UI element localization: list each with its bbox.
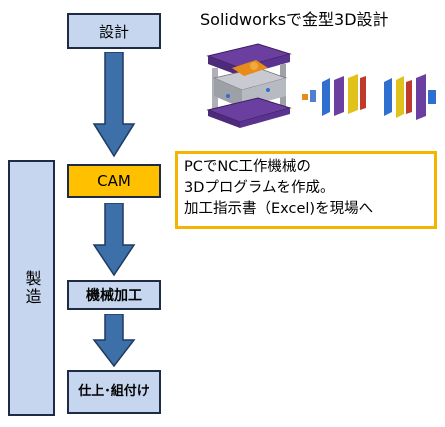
arrow-design-to-cam [92,52,136,158]
manufacturing-group-label: 製造 [8,160,55,416]
step-machining-box: 機械加工 [67,280,161,310]
callout-line-3: 加工指示書（Excel)を現場へ [184,201,374,217]
step-cam-box: CAM [67,164,161,198]
callout-line-1: PCでNC工作機械の [184,159,311,175]
step-cam-label: CAM [97,172,131,190]
cad-image-title: Solidworksで金型3D設計 [200,10,389,29]
step-finishing-box: 仕上･組付け [67,370,161,414]
step-finishing-label: 仕上･組付け [78,384,150,399]
arrow-cam-to-machining [92,203,136,277]
arrow-machining-to-finishing [92,314,136,368]
mold-exploded-view-image [302,74,436,120]
manufacturing-label: 製造 [22,270,42,306]
step-machining-label: 機械加工 [86,288,142,304]
callout-line-2: 3Dプログラムを作成。 [184,180,335,196]
cam-description-callout: PCでNC工作機械の 3Dプログラムを作成。 加工指示書（Excel)を現場へ [175,151,437,229]
step-design-box: 設計 [67,13,161,49]
mold-assembly-image [206,43,292,128]
step-design-label: 設計 [98,22,129,41]
